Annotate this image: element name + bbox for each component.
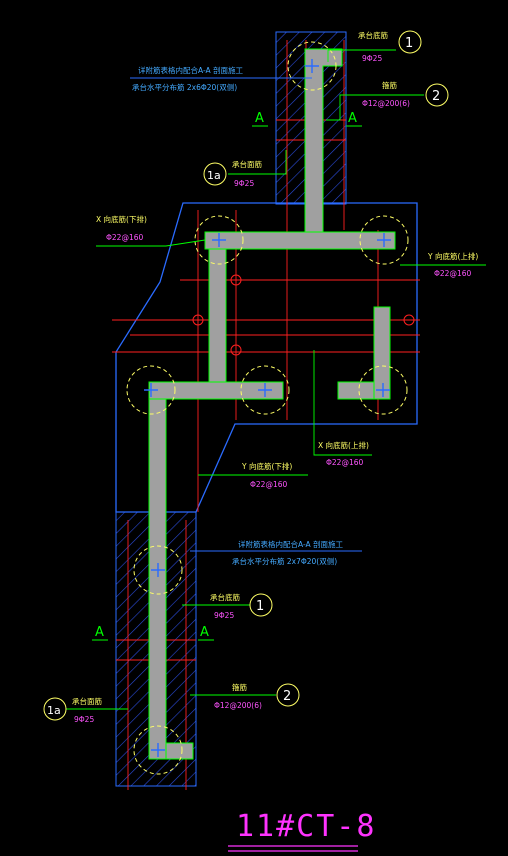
bubble-top-1: 1 [398, 30, 422, 54]
section-mark-bottom-right: A [200, 625, 209, 640]
top-stirrup-value: Φ12@200(6) [362, 99, 410, 108]
pile-cap-outline [115, 202, 418, 513]
top-bottom-bar-value: 9Φ25 [362, 54, 382, 63]
bottom-stirrup-value: Φ12@200(6) [214, 701, 262, 710]
pile [240, 365, 290, 415]
pile [133, 545, 183, 595]
pile [359, 215, 409, 265]
pile [287, 41, 337, 91]
drawing-title: 11#CT-8 [236, 809, 376, 844]
shear-walls [148, 48, 396, 760]
bottom-top-bar-label: 承台面筋 [72, 696, 102, 706]
note-bottom-line-1: 详附筋表格内配合A-A 剖面施工 [238, 539, 344, 549]
x-upper-label: X 向底筋(上排) [318, 440, 369, 450]
y-upper-value: Φ22@160 [434, 269, 471, 278]
bubble-bottom-2: 2 [276, 683, 300, 707]
section-mark-bottom-left: A [95, 625, 104, 640]
svg-text:1: 1 [256, 599, 264, 614]
y-lower-label: Y 向底筋(下排) [241, 461, 292, 471]
x-upper-value: Φ22@160 [326, 458, 363, 467]
svg-text:1a: 1a [47, 704, 61, 717]
svg-text:1a: 1a [207, 169, 221, 182]
section-mark-top-left: A [255, 111, 264, 126]
top-top-bar-label: 承台面筋 [232, 159, 262, 169]
title-underline [228, 845, 358, 852]
note-bottom-line-2: 承台水平分布筋 2x7Φ20(双侧) [232, 556, 337, 566]
pile [194, 215, 244, 265]
svg-text:1: 1 [405, 36, 413, 51]
pile [133, 725, 183, 775]
bubble-top-2: 2 [425, 83, 449, 107]
bubble-bottom-1a: 1a [43, 697, 67, 721]
y-lower-value: Φ22@160 [250, 480, 287, 489]
grid-markers [192, 274, 415, 356]
svg-text:2: 2 [432, 89, 440, 104]
piles [126, 41, 409, 775]
pile [126, 365, 176, 415]
top-bottom-bar-label: 承台底筋 [358, 30, 388, 40]
x-lower-value: Φ22@160 [106, 233, 143, 242]
section-cut-lines [92, 125, 362, 641]
svg-text:2: 2 [283, 689, 291, 704]
section-mark-top-right: A [348, 111, 357, 126]
note-top-line-1: 详附筋表格内配合A-A 剖面施工 [138, 65, 244, 75]
y-upper-label: Y 向底筋(上排) [427, 251, 478, 261]
bottom-top-bar-value: 9Φ25 [74, 715, 94, 724]
leaders [66, 49, 486, 710]
pile [358, 365, 408, 415]
top-stirrup-label: 箍筋 [382, 80, 397, 90]
x-lower-label: X 向底筋(下排) [96, 214, 147, 224]
top-top-bar-value: 9Φ25 [234, 179, 254, 188]
bubble-top-1a: 1a [203, 162, 227, 186]
bottom-bottom-bar-value: 9Φ25 [214, 611, 234, 620]
bubble-bottom-1: 1 [249, 593, 273, 617]
note-top-line-2: 承台水平分布筋 2x6Φ20(双侧) [132, 82, 237, 92]
bottom-stirrup-label: 箍筋 [232, 682, 247, 692]
bottom-bottom-bar-label: 承台底筋 [210, 592, 240, 602]
